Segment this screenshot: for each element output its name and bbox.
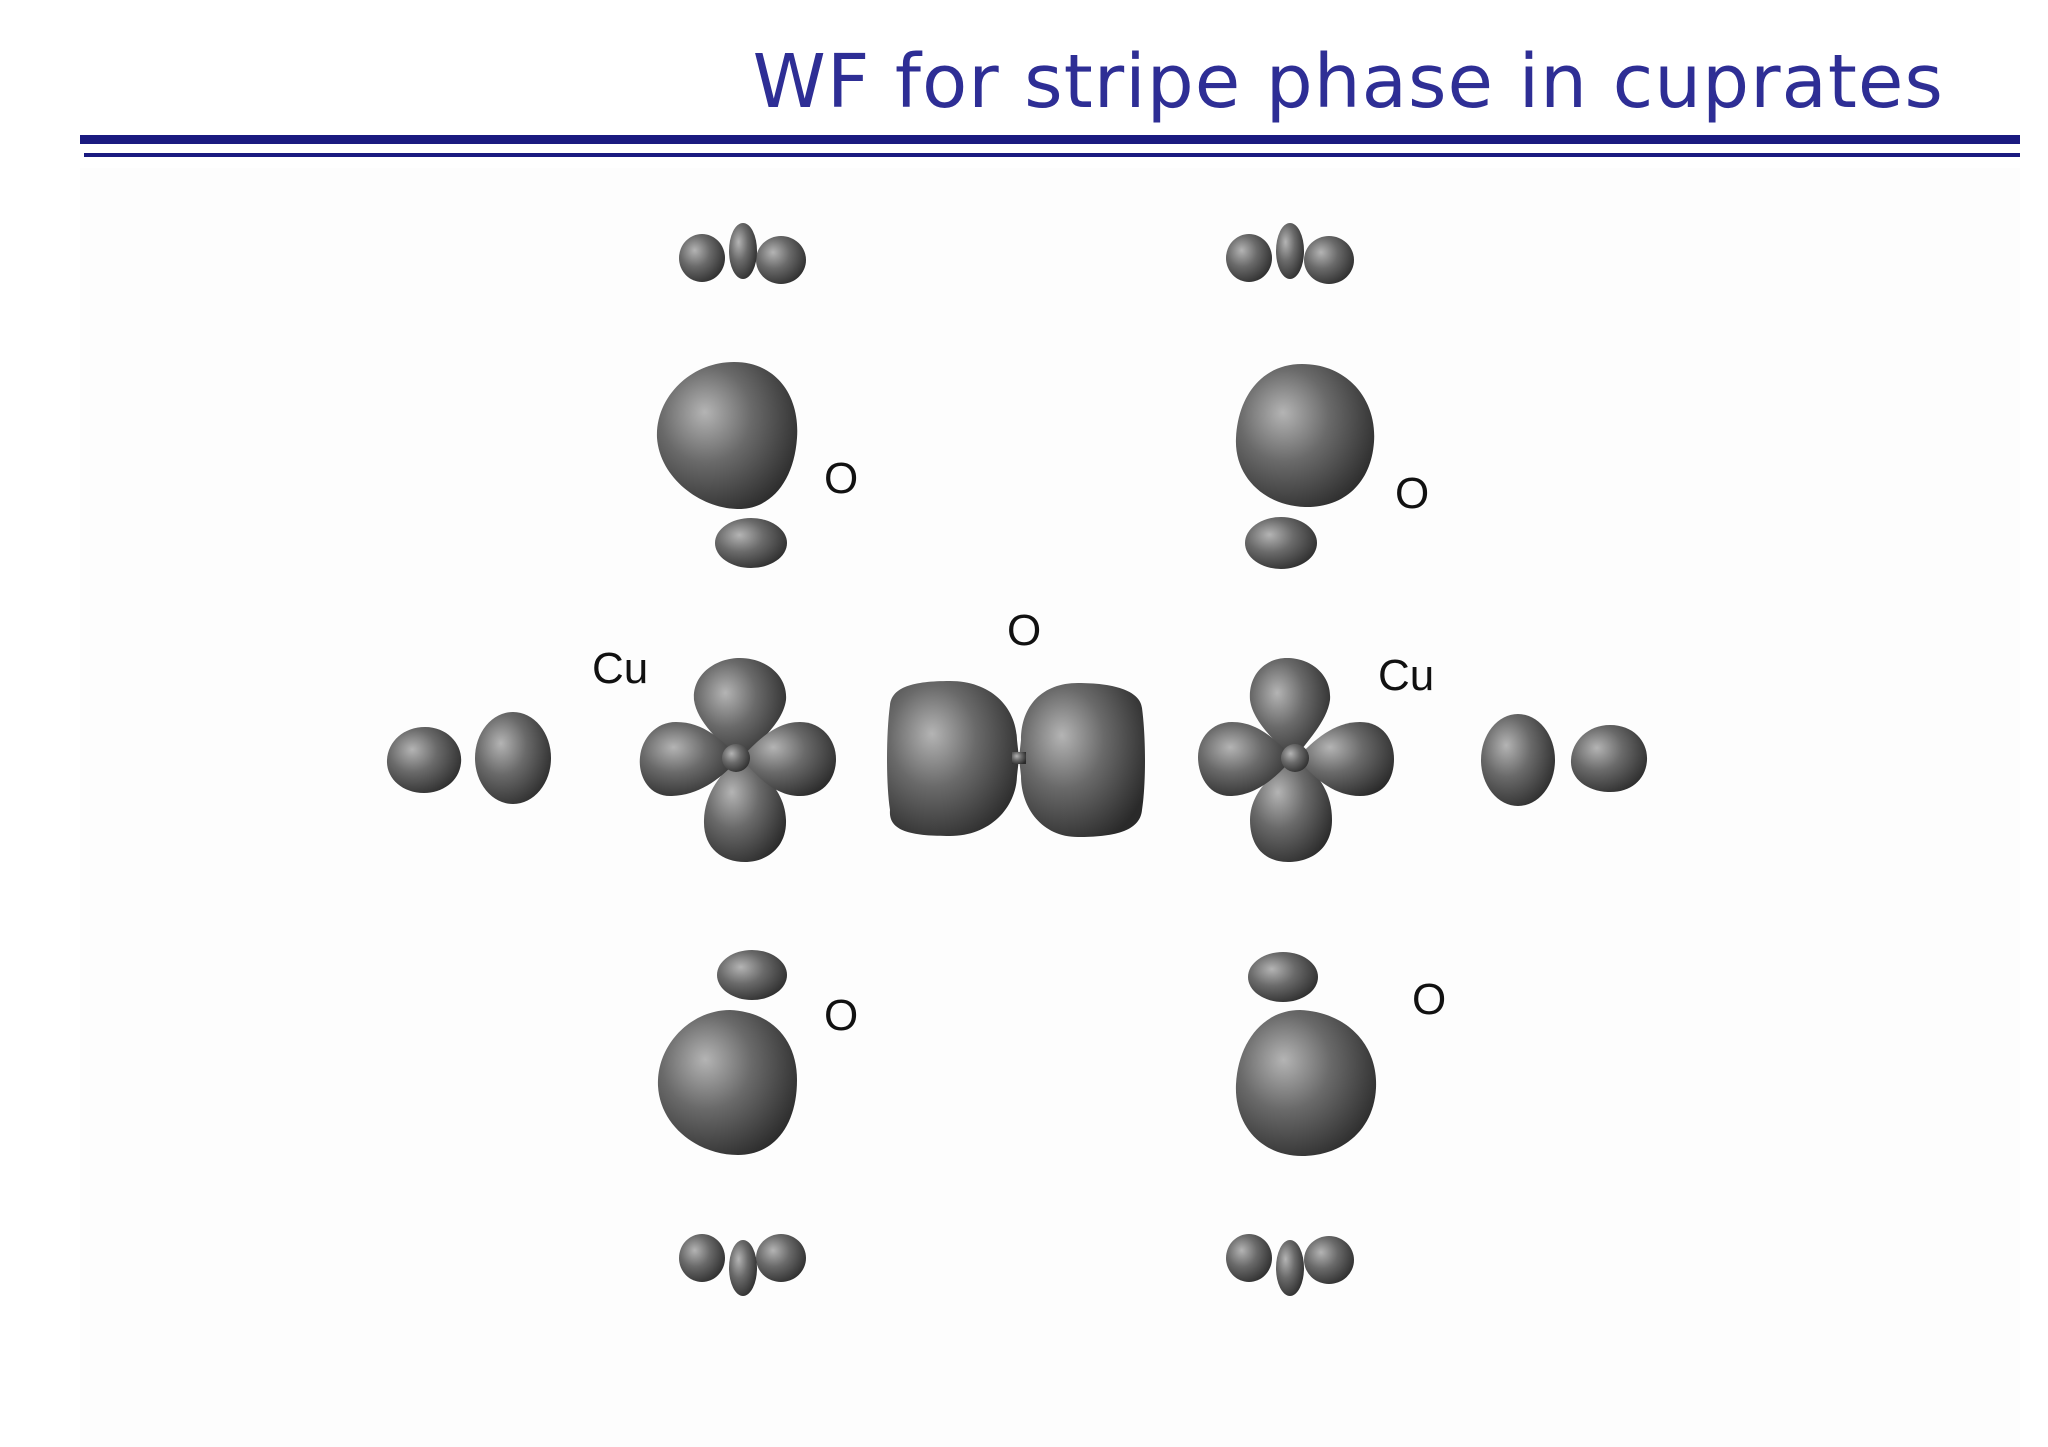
upper-right-oxygen-orbital xyxy=(1235,364,1375,569)
title-rule-thick xyxy=(80,135,2020,144)
upper-left-small-orbital xyxy=(679,223,806,284)
lower-right-oxygen-orbital xyxy=(1235,952,1377,1156)
copper-label-right: Cu xyxy=(1378,651,1434,700)
right-copper-d-orbital xyxy=(1198,658,1394,862)
slide-title: WF for stripe phase in cuprates xyxy=(752,39,1944,125)
lower-left-oxygen-orbital xyxy=(657,950,797,1155)
central-oxygen-orbital xyxy=(887,681,1145,837)
copper-label-left: Cu xyxy=(592,644,648,693)
lower-left-small-orbital xyxy=(679,1234,806,1296)
left-copper-d-orbital xyxy=(639,658,836,862)
oxygen-label-upper-left: O xyxy=(824,454,858,503)
oxygen-label-upper-right: O xyxy=(1395,469,1429,518)
oxygen-label-lower-left: O xyxy=(824,991,858,1040)
upper-left-oxygen-orbital xyxy=(656,362,798,568)
right-edge-oxygen-orbital xyxy=(1481,714,1648,806)
left-edge-oxygen-orbital xyxy=(386,712,551,804)
oxygen-label-lower-right: O xyxy=(1412,975,1446,1024)
title-rule-thin xyxy=(84,153,2020,157)
upper-right-small-orbital xyxy=(1226,223,1354,284)
lower-right-small-orbital xyxy=(1226,1234,1354,1296)
oxygen-label-center: O xyxy=(1007,606,1041,655)
